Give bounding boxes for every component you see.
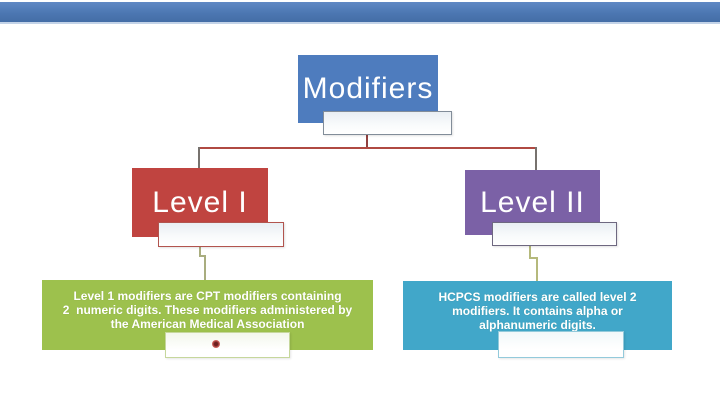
description-line: modifiers. It contains alpha or bbox=[452, 304, 623, 318]
node-level1-label: Level I bbox=[152, 185, 248, 219]
slide-top-accent-bar bbox=[0, 2, 720, 24]
description-line: Level 1 modifiers are CPT modifiers cont… bbox=[73, 289, 342, 303]
description-line: 2 numeric digits. These modifiers admini… bbox=[62, 303, 353, 317]
level1-description-text: Level 1 modifiers are CPT modifiers cont… bbox=[36, 289, 379, 331]
level2-description-text: HCPCS modifiers are called level 2 modif… bbox=[397, 290, 678, 332]
red-bullet-icon bbox=[212, 340, 220, 348]
level2-description-attachment-box bbox=[498, 331, 624, 358]
description-line: the American Medical Association bbox=[110, 317, 305, 331]
description-line: HCPCS modifiers are called level 2 bbox=[438, 290, 637, 304]
connector-level2-desc bbox=[529, 245, 538, 283]
connector-level1-desc bbox=[199, 245, 206, 283]
level1-description-attachment-box bbox=[165, 332, 290, 358]
description-line: alphanumeric digits. bbox=[479, 318, 596, 332]
level1-description-box: Level 1 modifiers are CPT modifiers cont… bbox=[42, 280, 373, 350]
node-level2-label: Level II bbox=[480, 185, 585, 219]
level2-attachment-box bbox=[492, 222, 617, 246]
root-node-label: Modifiers bbox=[302, 72, 434, 105]
root-attachment-box bbox=[323, 111, 452, 135]
level1-attachment-box bbox=[158, 222, 284, 247]
